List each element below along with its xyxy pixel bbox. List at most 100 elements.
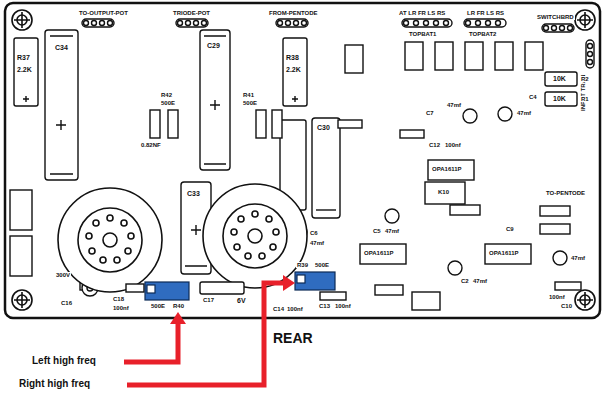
pin-header (444, 21, 449, 26)
pin-header (414, 21, 419, 26)
part-value: 500E (242, 100, 258, 106)
electrolytic-capacitor (463, 109, 477, 123)
pin-header (294, 21, 299, 26)
part-value: 300V (55, 272, 71, 278)
small-component (400, 130, 424, 138)
resistor-symbol (375, 285, 403, 295)
part-value: 47mf (516, 110, 532, 116)
small-component (126, 120, 581, 300)
trimmer-pot (145, 272, 335, 300)
callout-label: Right high freq (18, 379, 91, 390)
resistor-symbol (540, 206, 570, 216)
part-name: C18 (112, 296, 125, 302)
part-value: 2.2K (16, 66, 33, 73)
chip-name: OPA1611P (431, 166, 463, 172)
part-name: K10 (437, 189, 450, 195)
relay-outline (345, 45, 363, 73)
capacitor-symbol (312, 118, 340, 218)
header-label: TO-OUTPUT-POT (78, 10, 129, 16)
part-value: 100nf (548, 294, 566, 300)
part-name: C14 (272, 306, 285, 312)
resistor-symbol (545, 72, 577, 86)
header-label: TOPBAT1 (408, 31, 437, 37)
mounting-hole (12, 290, 32, 310)
part-name: R42 (160, 92, 173, 98)
pin-header (92, 21, 97, 26)
pin-header (486, 21, 491, 26)
red-callout-arrow (127, 283, 284, 385)
part-value: 500E (314, 262, 330, 268)
part-value: 47mf (384, 228, 400, 234)
resistor-symbol (150, 110, 160, 138)
part-name: C2 (460, 278, 470, 284)
part-value: 100nf (444, 142, 462, 148)
part-name: C34 (54, 44, 69, 51)
trimmer-pot (295, 272, 335, 290)
part-value: 2.2K (285, 66, 302, 73)
part-name: C10 (560, 303, 573, 309)
small-component (555, 282, 581, 290)
pin-header (464, 19, 506, 27)
part-value: 47mf (309, 240, 325, 246)
part-name: R39 (296, 262, 309, 268)
pin-header (424, 21, 429, 26)
part-name: R1 (580, 96, 590, 102)
part-name: C12 (428, 142, 441, 148)
callout-label: Left high freq (31, 356, 97, 367)
part-name: C6 (309, 230, 319, 236)
red-callout-arrow (283, 275, 295, 291)
mounting-hole (575, 290, 595, 310)
part-value: 500E (160, 100, 176, 106)
tube-socket (266, 216, 272, 222)
mounting-hole (575, 10, 595, 30)
mounting-hole (14, 292, 30, 308)
mounting-hole (577, 292, 593, 308)
resistor-symbol (450, 205, 480, 215)
tube-socket (114, 257, 120, 263)
header-label: SWITCHBRD (536, 14, 575, 20)
tube-socket (245, 253, 251, 259)
header-label: TOPBAT2 (468, 31, 497, 37)
tube-socket (234, 244, 240, 250)
pin-header (176, 19, 208, 27)
trimmer-pot (297, 275, 305, 283)
part-name: C7 (425, 110, 435, 116)
part-name: C9 (505, 226, 515, 232)
pin-header (82, 19, 594, 68)
part-name: C33 (186, 190, 201, 197)
resistor-symbol (10, 190, 32, 230)
tube-socket (89, 248, 95, 254)
tube-socket (231, 229, 237, 235)
pin-header (476, 21, 481, 26)
pin-header (278, 21, 283, 26)
part-name: R2 (580, 76, 590, 82)
tube-socket (270, 244, 276, 250)
capacitor-symbol (45, 30, 78, 180)
part-value: 100nf (334, 303, 352, 309)
part-name: C17 (202, 297, 215, 303)
part-name: R41 (242, 92, 255, 98)
header-label: AT LR FR LS RS (398, 10, 446, 16)
pin-header (402, 19, 452, 27)
tube-socket (252, 211, 258, 217)
relay-outline (412, 292, 440, 310)
small-component (338, 120, 362, 128)
part-value: 47mf (472, 278, 488, 284)
resistor-symbol (23, 96, 29, 102)
tube-socket (248, 229, 262, 243)
pin-header (588, 60, 593, 65)
pin-header (586, 40, 594, 68)
part-name: R37 (16, 54, 31, 61)
pin-header (544, 26, 549, 31)
pin-header (588, 44, 593, 49)
capacitor-symbol (50, 36, 73, 174)
tube-socket (273, 229, 279, 235)
tube-socket (100, 257, 106, 263)
part-name: C29 (206, 42, 221, 49)
pin-header (108, 21, 113, 26)
tube-socket (125, 248, 131, 254)
relay-outline (425, 182, 465, 204)
pin-header (186, 21, 191, 26)
trimmer-pot (145, 282, 189, 300)
